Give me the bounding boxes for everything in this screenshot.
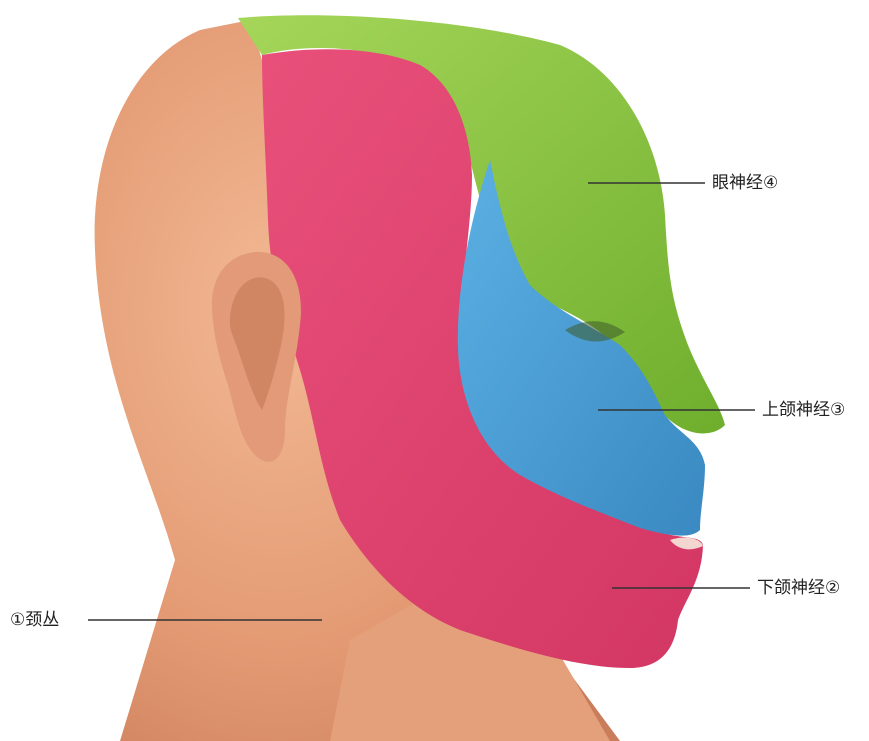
label-maxillary-nerve: 上颌神经③ xyxy=(762,400,845,420)
label-cervical-plexus: ①颈丛 xyxy=(10,610,59,630)
label-mandibular-nerve: 下颌神经② xyxy=(757,578,840,598)
label-ophthalmic-nerve: 眼神经④ xyxy=(712,173,778,193)
